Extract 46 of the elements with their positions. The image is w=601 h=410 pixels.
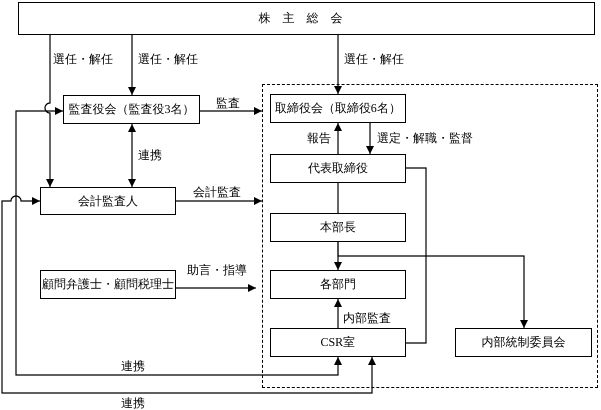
edge-label: 選任・解任 — [137, 52, 199, 66]
arrow — [44, 35, 54, 187]
node-label: 監査役会（監査役3名） — [68, 101, 194, 118]
node-label: 顧問弁護士・顧問税理士 — [42, 276, 174, 293]
board-box — [270, 94, 406, 123]
edge-label: 会計監査 — [192, 185, 242, 199]
edge-label: 選任・解任 — [52, 52, 114, 66]
arrow — [176, 284, 256, 292]
arrow — [176, 197, 262, 205]
arrow — [334, 35, 342, 94]
auditor-box — [40, 187, 176, 215]
edge-label: 連携 — [120, 359, 146, 373]
office-box — [270, 328, 406, 357]
arrow — [366, 123, 374, 154]
edge-label: 連携 — [120, 396, 146, 410]
edge-label: 選任・解任 — [343, 52, 405, 66]
arrow — [334, 299, 342, 328]
arrow — [200, 107, 262, 115]
node-label: 各部門 — [320, 276, 356, 293]
edge-label: 助言・指導 — [186, 263, 248, 277]
board-box — [63, 95, 200, 124]
arrow — [15, 107, 342, 376]
committee-box — [454, 328, 592, 357]
edge-label: 報告 — [306, 131, 332, 145]
arrow — [1, 196, 376, 394]
arrow — [128, 35, 136, 95]
edge-label: 連携 — [137, 148, 163, 162]
executive-box — [270, 154, 406, 183]
edge-label: 内部監査 — [342, 311, 392, 325]
node-label: 株主総会 — [258, 10, 354, 27]
dashed-frame — [262, 84, 598, 388]
node-label: 内部統制委員会 — [481, 334, 566, 351]
node-label: 取締役会（取締役6名） — [274, 100, 401, 117]
meeting-box — [18, 2, 595, 35]
edge-label: 監査 — [215, 96, 241, 110]
node-label: 本部長 — [320, 218, 356, 236]
arrow — [337, 242, 528, 328]
advisor-box — [40, 270, 176, 299]
arrow — [128, 124, 136, 187]
node-label: 会計監査人 — [78, 192, 138, 210]
arrow — [334, 123, 342, 154]
department-box — [270, 270, 406, 299]
edge-label: 選定・解職・監督 — [376, 131, 474, 145]
node-label: CSR室 — [320, 334, 356, 351]
node-label: 代表取締役 — [308, 160, 368, 177]
division-box — [270, 212, 406, 242]
